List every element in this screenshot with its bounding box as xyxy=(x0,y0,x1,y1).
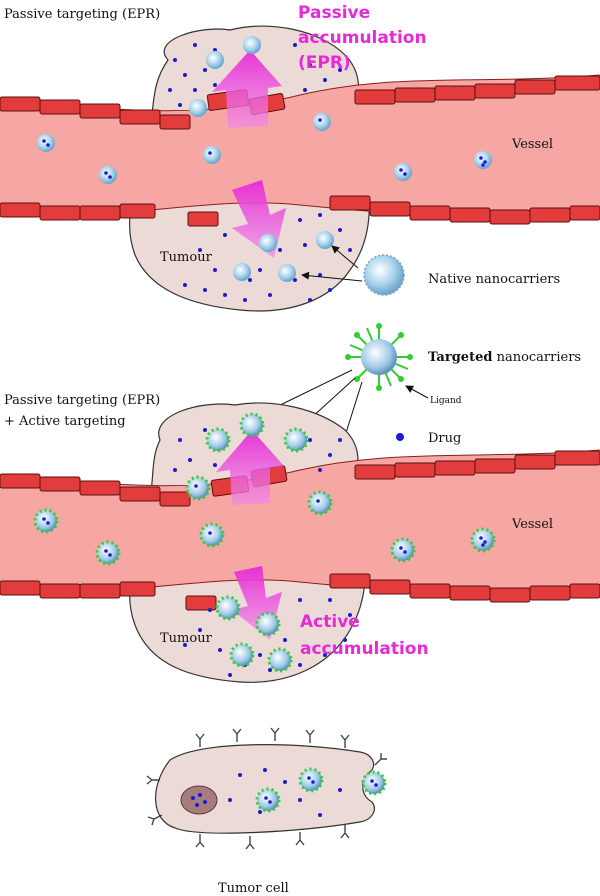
top-panel: Passive targeting (EPR) Passive accumula… xyxy=(0,3,600,312)
drug-dots-bottom xyxy=(173,428,352,677)
tumour-label-top: Tumour xyxy=(160,250,213,265)
tumour-label-bottom: Tumour xyxy=(160,631,213,646)
bottom-panel-title-1: Passive targeting (EPR) xyxy=(4,393,160,408)
drug-dots-top xyxy=(168,43,352,302)
tumor-cell-carriers xyxy=(255,767,387,813)
receptors xyxy=(146,727,387,850)
native-nanocarriers-label: Native nanocarriers xyxy=(428,272,560,287)
tumor-cell-nucleus xyxy=(180,785,218,815)
targeted-nanocarriers-label: Targeted nanocarriers xyxy=(428,350,581,365)
tumor-cell: Tumor cell xyxy=(146,727,387,896)
passive-label-3: (EPR) xyxy=(298,53,351,73)
drug-label: Drug xyxy=(428,431,461,446)
targeted-carriers-bottom xyxy=(33,412,496,673)
vessel-label-top: Vessel xyxy=(511,137,553,152)
endothelial-lower-top xyxy=(0,195,600,227)
top-panel-title: Passive targeting (EPR) xyxy=(4,7,160,22)
endothelial-lower-bottom xyxy=(0,573,600,611)
passive-label-2: accumulation xyxy=(298,28,427,48)
active-label-2: accumulation xyxy=(300,639,429,659)
passive-arrow-up xyxy=(212,50,282,128)
vessel-bottom xyxy=(0,450,600,594)
vessel-label-bottom: Vessel xyxy=(511,517,553,532)
tumor-cell-label: Tumor cell xyxy=(218,881,289,896)
bottom-panel-title-2: + Active targeting xyxy=(4,414,126,429)
drug-legend-icon xyxy=(396,433,404,441)
active-label-1: Active xyxy=(300,612,360,632)
vessel-top xyxy=(0,75,600,217)
bottom-panel: Passive targeting (EPR) + Active targeti… xyxy=(0,393,600,683)
native-carriers-top xyxy=(37,36,492,282)
passive-arrow-up-bottom xyxy=(216,430,284,505)
passive-label-1: Passive xyxy=(298,3,370,23)
ligand-label: Ligand xyxy=(430,396,462,406)
legend-targeted: Targeted nanocarriers Ligand Drug xyxy=(269,323,581,491)
native-nanocarrier-legend-icon xyxy=(363,254,405,296)
